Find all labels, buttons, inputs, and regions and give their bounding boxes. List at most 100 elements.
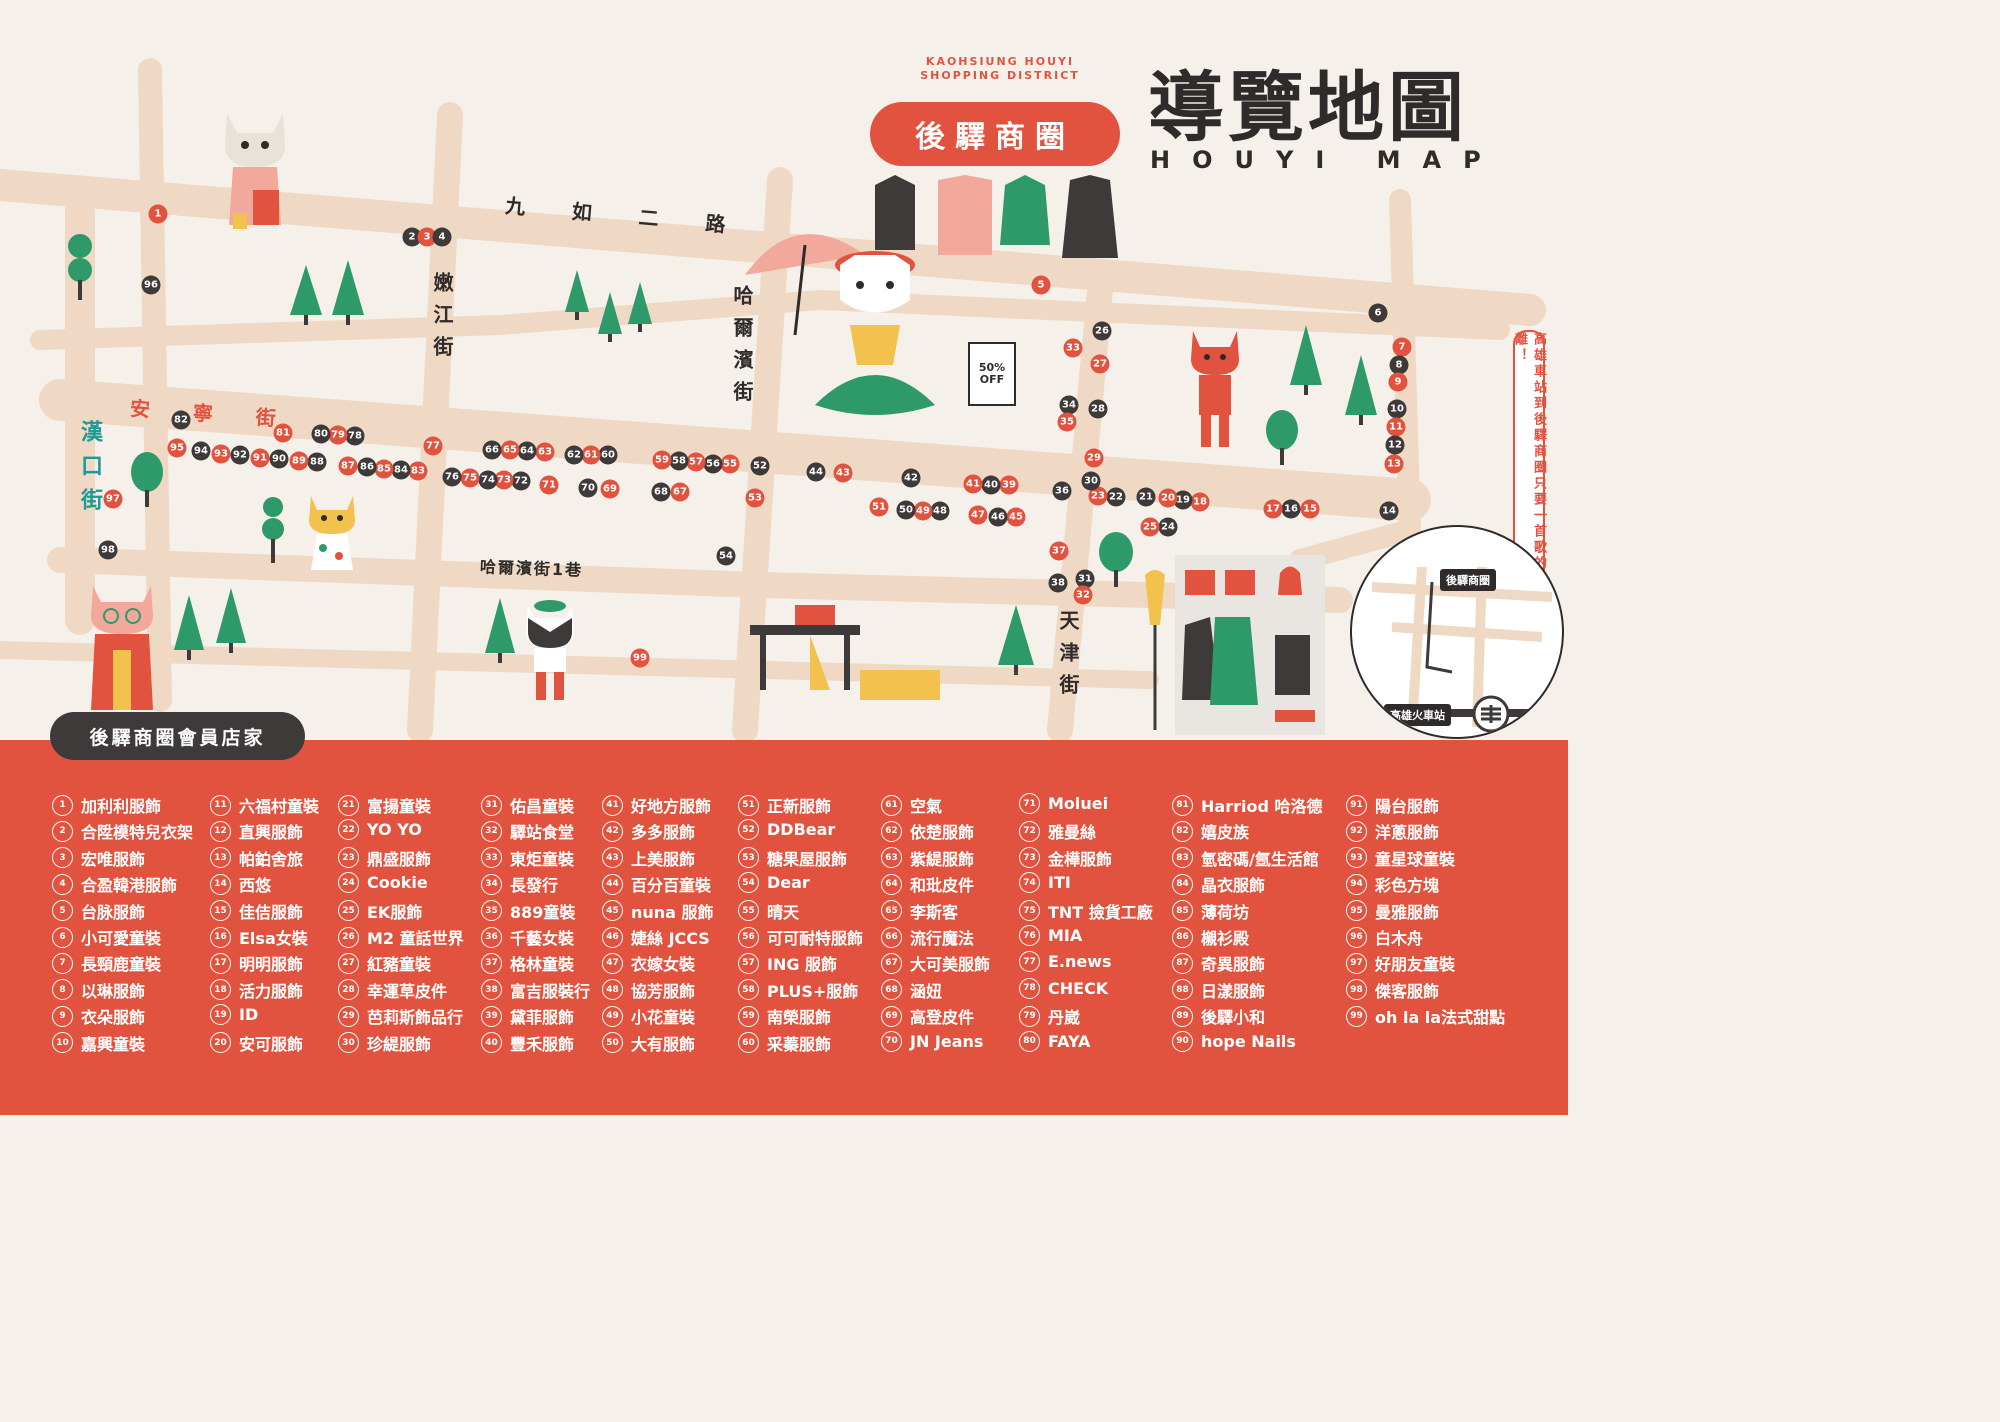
map-marker-68[interactable]: 68	[651, 482, 671, 502]
map-marker-31[interactable]: 31	[1075, 569, 1095, 589]
map-marker-67[interactable]: 67	[670, 482, 690, 502]
map-marker-19[interactable]: 19	[1173, 490, 1193, 510]
map-marker-45[interactable]: 45	[1006, 507, 1026, 527]
map-marker-73[interactable]: 73	[494, 470, 514, 490]
map-marker-94[interactable]: 94	[191, 441, 211, 461]
map-marker-79[interactable]: 79	[328, 425, 348, 445]
map-marker-41[interactable]: 41	[963, 474, 983, 494]
map-marker-16[interactable]: 16	[1281, 499, 1301, 519]
map-marker-60[interactable]: 60	[598, 445, 618, 465]
map-marker-65[interactable]: 65	[500, 440, 520, 460]
map-marker-8[interactable]: 8	[1389, 355, 1409, 375]
map-marker-86[interactable]: 86	[357, 457, 377, 477]
map-marker-14[interactable]: 14	[1379, 501, 1399, 521]
map-marker-54[interactable]: 54	[716, 546, 736, 566]
map-marker-64[interactable]: 64	[517, 441, 537, 461]
map-marker-32[interactable]: 32	[1073, 585, 1093, 605]
map-marker-50[interactable]: 50	[896, 500, 916, 520]
map-marker-1[interactable]: 1	[148, 204, 168, 224]
map-marker-38[interactable]: 38	[1048, 573, 1068, 593]
map-marker-98[interactable]: 98	[98, 540, 118, 560]
map-marker-82[interactable]: 82	[171, 410, 191, 430]
map-marker-2[interactable]: 2	[402, 227, 422, 247]
map-marker-88[interactable]: 88	[307, 452, 327, 472]
map-marker-99[interactable]: 99	[630, 648, 650, 668]
map-marker-42[interactable]: 42	[901, 468, 921, 488]
map-marker-87[interactable]: 87	[338, 456, 358, 476]
map-marker-43[interactable]: 43	[833, 463, 853, 483]
map-marker-69[interactable]: 69	[600, 479, 620, 499]
map-marker-4[interactable]: 4	[432, 227, 452, 247]
map-marker-97[interactable]: 97	[103, 489, 123, 509]
map-marker-18[interactable]: 18	[1190, 492, 1210, 512]
map-marker-46[interactable]: 46	[988, 507, 1008, 527]
map-marker-75[interactable]: 75	[460, 468, 480, 488]
map-marker-20[interactable]: 20	[1158, 488, 1178, 508]
map-marker-71[interactable]: 71	[539, 475, 559, 495]
map-marker-90[interactable]: 90	[269, 449, 289, 469]
map-marker-27[interactable]: 27	[1090, 354, 1110, 374]
map-marker-34[interactable]: 34	[1059, 395, 1079, 415]
store-name: 驛站食堂	[510, 823, 575, 843]
map-marker-9[interactable]: 9	[1388, 372, 1408, 392]
map-marker-61[interactable]: 61	[581, 445, 601, 465]
map-marker-63[interactable]: 63	[535, 442, 555, 462]
map-marker-89[interactable]: 89	[289, 451, 309, 471]
map-marker-51[interactable]: 51	[869, 497, 889, 517]
map-marker-39[interactable]: 39	[999, 475, 1019, 495]
map-marker-53[interactable]: 53	[745, 488, 765, 508]
map-marker-26[interactable]: 26	[1092, 321, 1112, 341]
map-marker-21[interactable]: 21	[1136, 487, 1156, 507]
map-marker-44[interactable]: 44	[806, 462, 826, 482]
map-marker-48[interactable]: 48	[930, 501, 950, 521]
map-marker-83[interactable]: 83	[408, 461, 428, 481]
map-marker-81[interactable]: 81	[273, 423, 293, 443]
map-marker-25[interactable]: 25	[1140, 517, 1160, 537]
map-marker-22[interactable]: 22	[1106, 487, 1126, 507]
map-marker-24[interactable]: 24	[1158, 517, 1178, 537]
map-marker-6[interactable]: 6	[1368, 303, 1388, 323]
map-marker-7[interactable]: 7	[1392, 337, 1412, 357]
map-marker-59[interactable]: 59	[652, 450, 672, 470]
map-marker-35[interactable]: 35	[1057, 412, 1077, 432]
map-marker-17[interactable]: 17	[1263, 499, 1283, 519]
map-marker-23[interactable]: 23	[1088, 486, 1108, 506]
map-marker-74[interactable]: 74	[478, 470, 498, 490]
map-marker-77[interactable]: 77	[423, 436, 443, 456]
map-marker-76[interactable]: 76	[442, 467, 462, 487]
map-marker-10[interactable]: 10	[1387, 399, 1407, 419]
map-marker-30[interactable]: 30	[1081, 471, 1101, 491]
map-marker-58[interactable]: 58	[669, 451, 689, 471]
map-marker-72[interactable]: 72	[511, 471, 531, 491]
map-marker-49[interactable]: 49	[913, 501, 933, 521]
map-marker-56[interactable]: 56	[703, 454, 723, 474]
map-marker-85[interactable]: 85	[374, 459, 394, 479]
map-marker-95[interactable]: 95	[167, 438, 187, 458]
map-marker-62[interactable]: 62	[564, 445, 584, 465]
map-marker-93[interactable]: 93	[211, 444, 231, 464]
map-marker-78[interactable]: 78	[345, 426, 365, 446]
map-marker-52[interactable]: 52	[750, 456, 770, 476]
map-marker-33[interactable]: 33	[1063, 338, 1083, 358]
map-marker-47[interactable]: 47	[968, 505, 988, 525]
map-marker-3[interactable]: 3	[417, 227, 437, 247]
map-marker-84[interactable]: 84	[391, 460, 411, 480]
map-marker-13[interactable]: 13	[1384, 454, 1404, 474]
map-marker-28[interactable]: 28	[1088, 399, 1108, 419]
map-marker-66[interactable]: 66	[482, 440, 502, 460]
map-marker-29[interactable]: 29	[1084, 448, 1104, 468]
map-marker-37[interactable]: 37	[1049, 541, 1069, 561]
map-marker-11[interactable]: 11	[1386, 417, 1406, 437]
map-marker-91[interactable]: 91	[250, 448, 270, 468]
map-marker-92[interactable]: 92	[230, 445, 250, 465]
map-marker-55[interactable]: 55	[720, 454, 740, 474]
map-marker-5[interactable]: 5	[1031, 275, 1051, 295]
map-marker-80[interactable]: 80	[311, 424, 331, 444]
map-marker-36[interactable]: 36	[1052, 481, 1072, 501]
map-marker-15[interactable]: 15	[1300, 499, 1320, 519]
map-marker-70[interactable]: 70	[578, 478, 598, 498]
map-marker-96[interactable]: 96	[141, 275, 161, 295]
map-marker-12[interactable]: 12	[1385, 435, 1405, 455]
map-marker-57[interactable]: 57	[686, 452, 706, 472]
map-marker-40[interactable]: 40	[981, 475, 1001, 495]
